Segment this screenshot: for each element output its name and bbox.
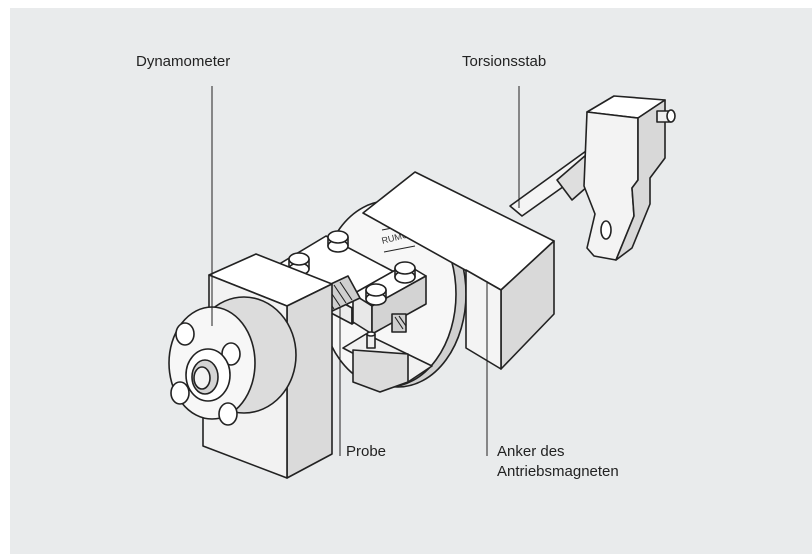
dynamometer-unit xyxy=(168,253,333,479)
label-dynamometer: Dynamometer xyxy=(136,53,231,70)
label-torsionsstab: Torsionsstab xyxy=(462,53,547,70)
label-anker-line1: Anker des xyxy=(497,443,565,460)
leader-lines xyxy=(211,86,520,456)
label-anker-line2: Antriebsmagneten xyxy=(497,463,619,480)
test-rig-illustration: RUMUL xyxy=(168,86,676,479)
label-probe: Probe xyxy=(346,443,387,460)
armature-block xyxy=(362,171,555,370)
figure-panel: RUMUL xyxy=(10,8,812,554)
clamp-bracket xyxy=(583,95,676,261)
